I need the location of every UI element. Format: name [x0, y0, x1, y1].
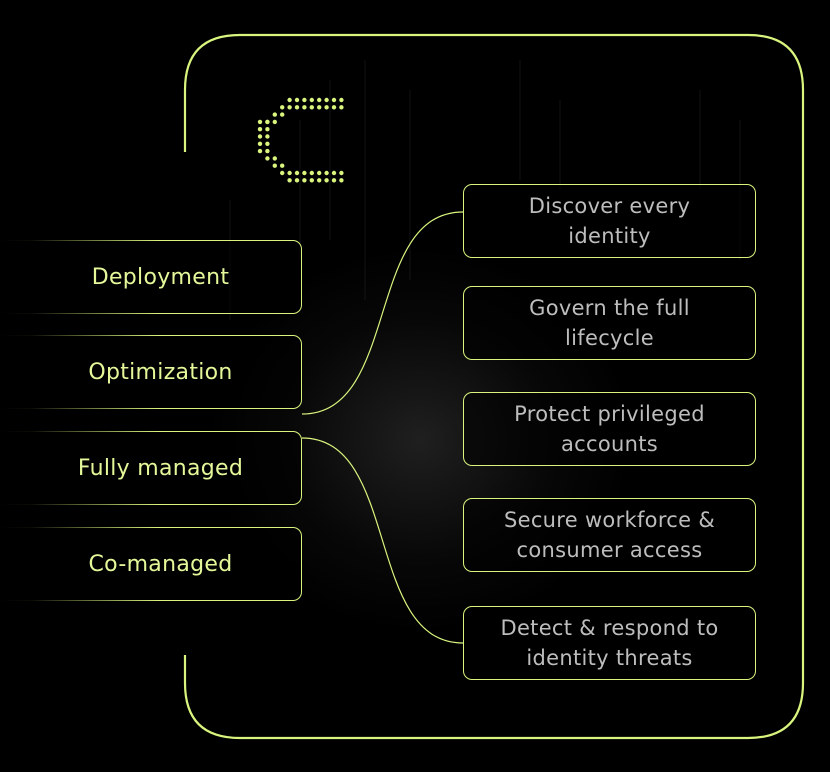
service-co-managed[interactable]: Co-managed: [0, 526, 302, 602]
capability-label: Secure workforce & consumer access: [503, 508, 716, 562]
capability-label: Govern the full lifecycle: [529, 296, 690, 350]
connector-bottom: [301, 437, 464, 644]
outer-frame: [183, 33, 805, 740]
capability-label: Discover every identity: [528, 194, 691, 248]
capability-protect[interactable]: Protect privileged accounts: [463, 392, 756, 466]
capability-label: Protect privileged accounts: [514, 402, 705, 456]
dotted-c-logo: [257, 97, 344, 183]
capability-label: Detect & respond to identity threats: [500, 616, 719, 670]
service-label: Optimization: [88, 359, 233, 385]
service-label: Co-managed: [88, 551, 233, 577]
capability-discover[interactable]: Discover every identity: [463, 184, 756, 258]
capability-detect-respond[interactable]: Detect & respond to identity threats: [463, 606, 756, 680]
capability-govern[interactable]: Govern the full lifecycle: [463, 286, 756, 360]
service-label: Fully managed: [77, 455, 244, 481]
service-deployment[interactable]: Deployment: [0, 239, 302, 315]
capability-secure-access[interactable]: Secure workforce & consumer access: [463, 498, 756, 572]
service-label: Deployment: [91, 264, 230, 290]
service-fully-managed[interactable]: Fully managed: [0, 430, 302, 506]
connector-top: [301, 211, 464, 415]
service-optimization[interactable]: Optimization: [0, 334, 302, 410]
